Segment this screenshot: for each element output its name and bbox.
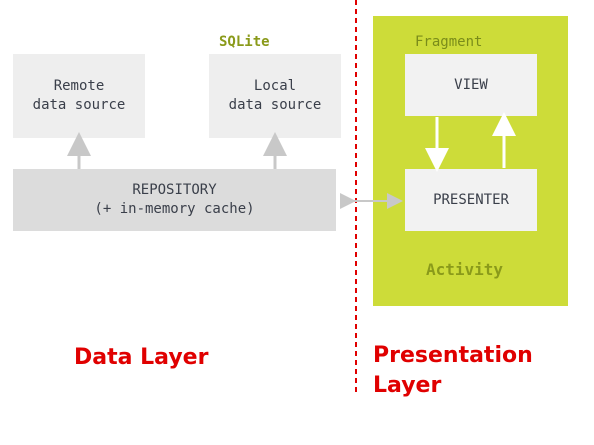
repository-box: REPOSITORY (+ in-memory cache) bbox=[13, 169, 336, 231]
presentation-layer-title: Presentation Layer bbox=[373, 343, 533, 398]
sqlite-label: SQLite bbox=[219, 34, 270, 50]
fragment-label: Fragment bbox=[415, 34, 483, 50]
remote-data-source-box: Remote data source bbox=[13, 54, 145, 138]
local-data-source-box: Local data source bbox=[209, 54, 341, 138]
data-layer-title: Data Layer bbox=[74, 345, 209, 370]
view-box: VIEW bbox=[405, 54, 537, 116]
activity-label: Activity bbox=[426, 260, 504, 279]
presenter-box: PRESENTER bbox=[405, 169, 537, 231]
